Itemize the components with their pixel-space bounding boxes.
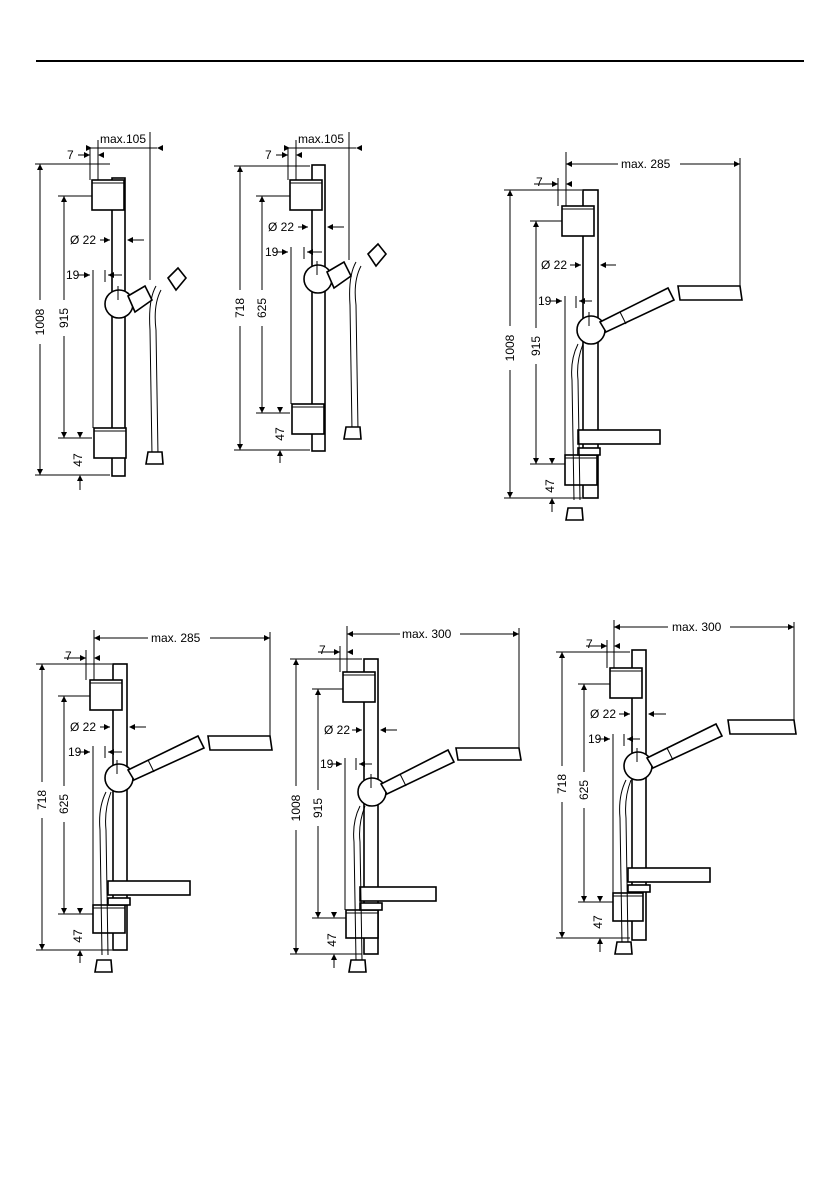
max-dimension-label: max. 300 (402, 627, 452, 641)
total-height-label: 718 (35, 790, 49, 810)
base-offset-label: 47 (71, 929, 85, 943)
bracket-span-label: 915 (311, 798, 325, 818)
bottom-bracket (565, 455, 597, 485)
drawing-3: max. 285 7 Ø 22 19 (502, 152, 742, 520)
offset-19-label: 19 (265, 245, 279, 259)
diameter-label: Ø 22 (324, 723, 350, 737)
bracket-span-label: 625 (255, 298, 269, 318)
base-offset-label: 47 (543, 479, 557, 493)
slider (624, 752, 652, 780)
drawing-4: max. 285 7 Ø 22 19 (34, 630, 272, 972)
base-offset-label: 47 (325, 933, 339, 947)
drawing-5: max. 300 7 Ø 22 19 (288, 626, 521, 972)
bracket-span-label: 915 (57, 308, 71, 328)
max-dimension-label: max. 300 (672, 620, 722, 634)
top-bracket (92, 180, 124, 210)
offset-7-label: 7 (265, 148, 272, 162)
max-dimension-label: max.105 (298, 132, 344, 146)
offset-19-label: 19 (588, 732, 602, 746)
total-height-label: 1008 (33, 308, 47, 335)
slider (304, 265, 332, 293)
diameter-label: Ø 22 (541, 258, 567, 272)
top-bracket (343, 672, 375, 702)
drawing-6: max. 300 7 Ø 22 19 (554, 620, 796, 954)
hand-shower-handle (647, 724, 722, 768)
bracket-span-label: 625 (577, 780, 591, 800)
diameter-label: Ø 22 (268, 220, 294, 234)
top-bracket (90, 680, 122, 710)
diameter-label: Ø 22 (590, 707, 616, 721)
total-height-label: 1008 (289, 794, 303, 821)
soap-dish (628, 868, 710, 882)
base-offset-label: 47 (591, 915, 605, 929)
drawing-1: max.105 7 Ø 22 19 1008 (32, 132, 186, 490)
offset-19-label: 19 (538, 294, 552, 308)
bracket-span-label: 915 (529, 336, 543, 356)
hand-shower-head (678, 286, 742, 300)
hand-shower-handle (600, 288, 674, 332)
total-height-label: 718 (555, 774, 569, 794)
total-height-label: 718 (233, 298, 247, 318)
soap-dish (360, 887, 436, 901)
base-offset-label: 47 (71, 453, 85, 467)
hose-nut (146, 452, 163, 464)
offset-19-label: 19 (68, 745, 82, 759)
base-offset-label: 47 (273, 427, 287, 441)
bottom-bracket (292, 404, 324, 434)
hose-nut (344, 427, 361, 439)
max-dimension-label: max.105 (100, 132, 146, 146)
hand-shower-handle (381, 750, 454, 794)
offset-7-label: 7 (536, 175, 543, 189)
slider (105, 764, 133, 792)
slider (358, 778, 386, 806)
slider (577, 316, 605, 344)
slider (105, 290, 133, 318)
offset-7-label: 7 (586, 637, 593, 651)
drawing-2: max.105 7 Ø 22 19 718 (232, 132, 386, 463)
bottom-bracket (93, 905, 125, 933)
hose-nut (615, 942, 632, 954)
top-bracket (290, 180, 322, 210)
diameter-label: Ø 22 (70, 233, 96, 247)
soap-dish (578, 430, 660, 444)
hose-nut (566, 508, 583, 520)
hose-nut (349, 960, 366, 972)
offset-19-label: 19 (320, 757, 334, 771)
hand-shower-handle (128, 736, 204, 780)
diameter-label: Ø 22 (70, 720, 96, 734)
top-bracket (562, 206, 594, 236)
bracket-span-label: 625 (57, 794, 71, 814)
max-dimension-label: max. 285 (621, 157, 671, 171)
hand-shower-head (728, 720, 796, 734)
top-bracket (610, 668, 642, 698)
soap-dish (108, 881, 190, 895)
max-dimension-label: max. 285 (151, 631, 201, 645)
hand-shower-head (208, 736, 272, 750)
offset-19-label: 19 (66, 268, 80, 282)
hose-nut (95, 960, 112, 972)
offset-7-label: 7 (319, 643, 326, 657)
total-height-label: 1008 (503, 334, 517, 361)
hand-shower-head (456, 748, 521, 760)
offset-7-label: 7 (65, 649, 72, 663)
bottom-bracket (94, 428, 126, 458)
offset-7-label: 7 (67, 148, 74, 162)
